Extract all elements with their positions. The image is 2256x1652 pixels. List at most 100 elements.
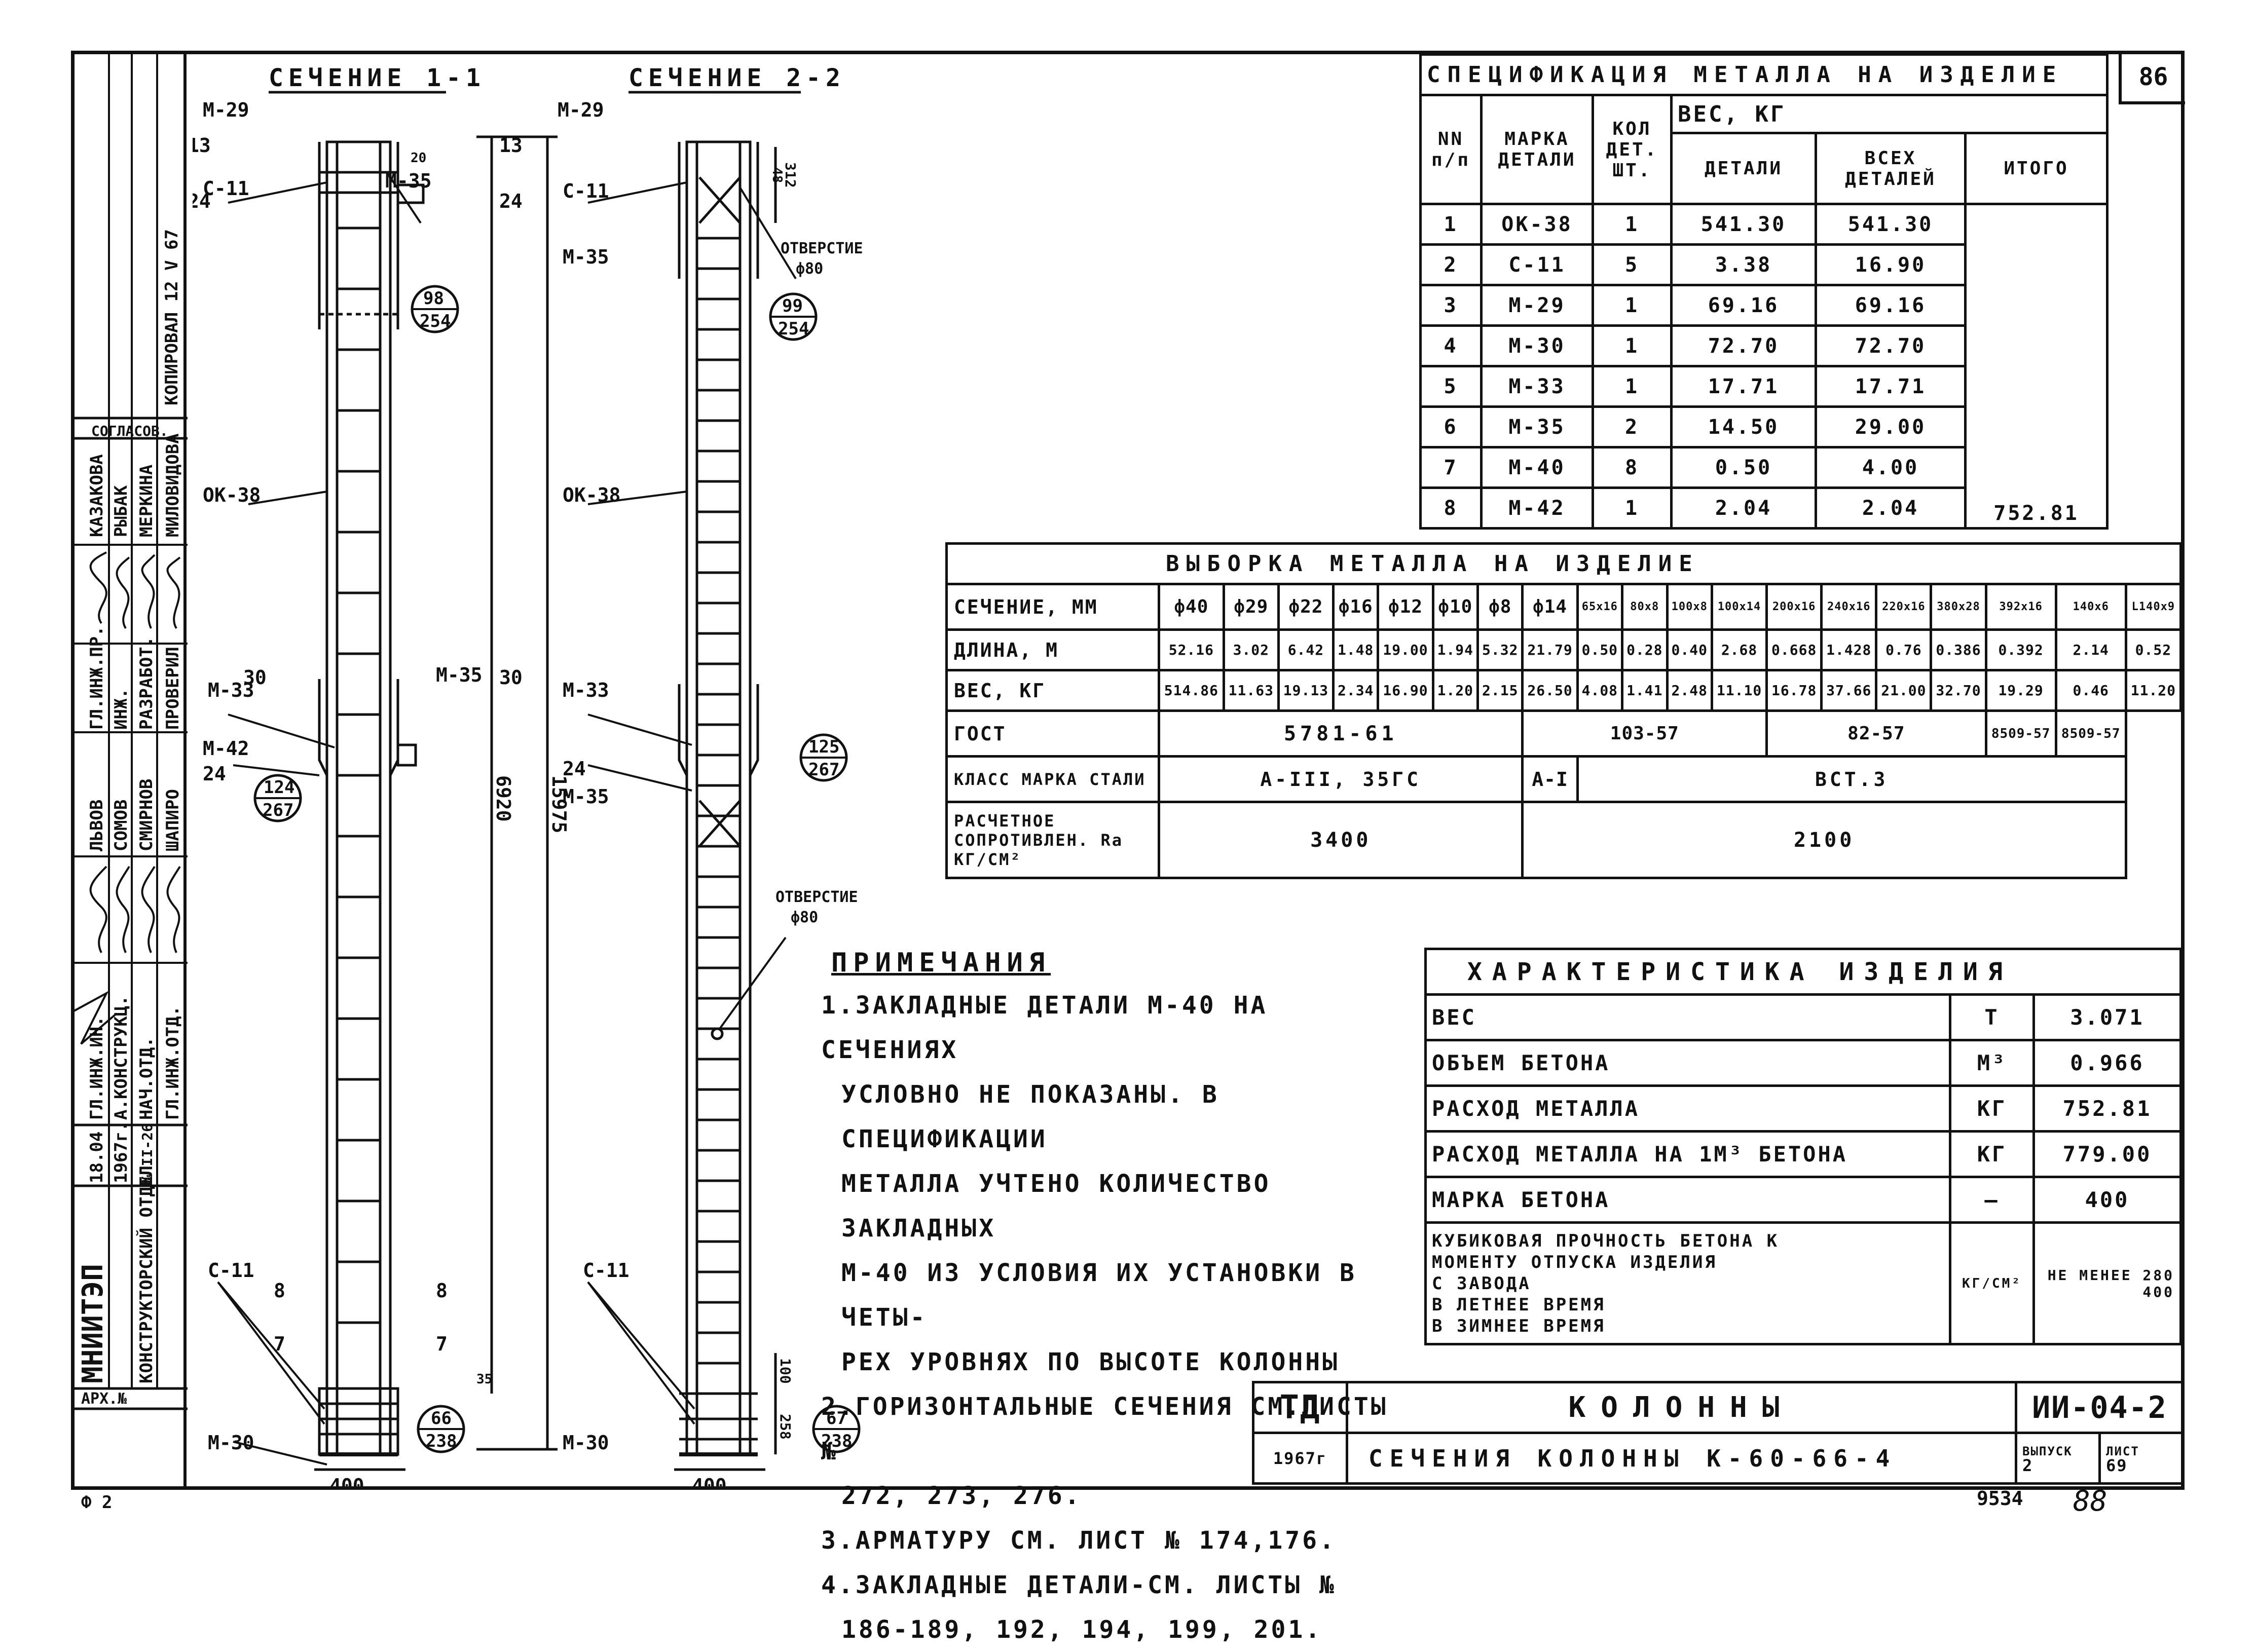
label-m29-right: М-29 [558, 99, 604, 121]
title-sheet: ЛИСТ 69 [2098, 1432, 2185, 1485]
sel-col-header: 220х16 [1875, 583, 1933, 631]
spec-h-total: ИТОГО [1964, 132, 2109, 205]
title-subtitle: СЕЧЕНИЯ КОЛОННЫ К-60-66-4 [1346, 1432, 2017, 1485]
sel-col-header: ф16 [1332, 583, 1380, 631]
notes-title: ПРИМЕЧАНИЯ [831, 948, 1051, 978]
callout-267-right: 267 [808, 760, 839, 780]
column-sections-drawing: СЕЧЕНИЕ 1-1 СЕЧЕНИЕ 2-2 [193, 64, 863, 1490]
dim-24-lower: 24 [203, 763, 226, 785]
sel-gost-e: 8509-57 [2054, 709, 2127, 758]
char-strength-text: КУБИКОВАЯ ПРОЧНОСТЬ БЕТОНА К МОМЕНТУ ОТП… [1424, 1221, 1951, 1345]
note-line: 3.АРМАТУРУ СМ. ЛИСТ № 174,176. [821, 1526, 1337, 1555]
label-m35-mid-right: М-35 [563, 785, 609, 808]
spec-cell-n: 3 [1419, 284, 1483, 327]
dim-7-right: 7 [436, 1333, 448, 1355]
spec-h-all: ВСЕХ ДЕТАЛЕЙ [1815, 132, 1967, 205]
spec-cell-w: 3.38 [1670, 243, 1817, 286]
sel-length-cell: 0.28 [1621, 628, 1669, 671]
spec-title: СПЕЦИФИКАЦИЯ МЕТАЛЛА НА ИЗДЕЛИЕ [1419, 53, 2109, 96]
sel-col-header: 240х16 [1820, 583, 1878, 631]
label-hole-2-d: ф80 [791, 909, 818, 926]
sel-length-cell: 0.52 [2124, 628, 2183, 671]
selection-title: ВЫБОРКА МЕТАЛЛА НА ИЗДЕЛИЕ [945, 542, 2182, 585]
callout-66: 66 [431, 1408, 452, 1429]
label-ok38-right: ОК-38 [563, 484, 620, 506]
spec-cell-all: 69.16 [1815, 284, 1967, 327]
spec-cell-mark: М-35 [1480, 405, 1594, 448]
sel-weight-cell: 26.50 [1521, 669, 1579, 712]
char-strength-value-1: НЕ МЕНЕЕ 280 [2047, 1266, 2174, 1284]
char-cell-value: 400 [2032, 1176, 2182, 1224]
sel-col-header: 100х8 [1666, 583, 1714, 631]
sel-length-cell: 19.00 [1377, 628, 1434, 671]
sel-res-label: РАСЧЕТНОЕ СОПРОТИВЛЕН. Ra КГ/СМ² [945, 801, 1160, 879]
note-line: 4.ЗАКЛАДНЫЕ ДЕТАЛИ-СМ. ЛИСТЫ № [821, 1571, 1337, 1599]
callout-98: 98 [423, 288, 444, 309]
callout-267-left: 267 [263, 800, 293, 820]
label-m35-mid-left: М-35 [436, 664, 483, 686]
sel-length-cell: 5.32 [1476, 628, 1524, 671]
label-m35-top-left: М-35 [385, 170, 432, 192]
callout-238-right: 238 [821, 1431, 852, 1451]
dim-258: 258 [777, 1414, 794, 1440]
stamp-name-shapiro: ШАПИРО [163, 789, 183, 851]
spec-cell-qty: 1 [1592, 486, 1673, 530]
sel-class-c: ВСТ.3 [1576, 755, 2127, 803]
stamp-name-smirnov: СМИРНОВ [136, 779, 157, 851]
sel-weight-cell: 11.20 [2124, 669, 2183, 712]
sel-col-header: 380х28 [1930, 583, 1987, 631]
spec-cell-all: 541.30 [1815, 203, 1967, 246]
char-cell-value: 0.966 [2032, 1039, 2182, 1087]
label-m42-left: М-42 [203, 737, 249, 760]
title-td: ТД [1252, 1381, 1348, 1434]
char-cell-unit: — [1949, 1176, 2035, 1224]
spec-cell-mark: М-42 [1480, 486, 1594, 530]
char-strength-line-1: КУБИКОВАЯ ПРОЧНОСТЬ БЕТОНА К [1432, 1230, 1780, 1251]
stamp-agreed: СОГЛАСОВ. [91, 423, 168, 439]
sel-length-cell: 0.386 [1930, 628, 1987, 671]
sel-length-cell: 0.40 [1666, 628, 1714, 671]
label-c11-top-left: С-11 [203, 177, 249, 200]
stamp-role-inzh: ИНЖ. [111, 688, 131, 730]
sel-weight-cell: 16.90 [1377, 669, 1434, 712]
title-issue-label: ВЫПУСК [2022, 1444, 2073, 1458]
spec-cell-qty: 1 [1592, 365, 1673, 408]
sel-gost-a: 5781-61 [1157, 709, 1524, 758]
char-cell-unit: КГ [1949, 1084, 2035, 1133]
stamp-name-rybak: РЫБАК [111, 485, 131, 537]
section-1-1-column [314, 135, 558, 1471]
sel-length-cell: 52.16 [1158, 628, 1225, 671]
sel-length-cell: 6.42 [1277, 628, 1335, 671]
spec-cell-all: 29.00 [1815, 405, 1967, 448]
sel-weight-cell: 11.10 [1710, 669, 1768, 712]
spec-cell-qty: 8 [1592, 446, 1673, 489]
dim-100: 100 [777, 1358, 794, 1384]
label-hole-1: ОТВЕРСТИЕ [781, 240, 863, 257]
stamp-role-glinzhotd: ГЛ.ИНЖ.ОТД. [163, 1006, 183, 1120]
spec-h-nn: NN п/п [1419, 94, 1483, 205]
sel-weight-cell: 1.20 [1431, 669, 1480, 712]
stamp-role-glinzhpr: ГЛ.ИНЖ.ПР. [87, 626, 107, 730]
sel-gost-d: 8509-57 [1984, 709, 2057, 758]
sel-length-cell: 2.68 [1710, 628, 1768, 671]
char-cell-name: РАСХОД МЕТАЛЛА НА 1М³ БЕТОНА [1424, 1130, 1951, 1178]
sel-col-header: 65х16 [1576, 583, 1624, 631]
char-cell-name: МАРКА БЕТОНА [1424, 1176, 1951, 1224]
spec-cell-all: 17.71 [1815, 365, 1967, 408]
char-cell-name: РАСХОД МЕТАЛЛА [1424, 1084, 1951, 1133]
stamp-dept: КОНСТРУКТОРСКИЙ ОТДЕЛ [136, 1166, 157, 1383]
note-line: УСЛОВНО НЕ ПОКАЗАНЫ. В СПЕЦИФИКАЦИИ [841, 1080, 1219, 1153]
spec-cell-w: 69.16 [1670, 284, 1817, 327]
title-block: ТД КОЛОННЫ ИИ-04-2 1967г СЕЧЕНИЯ КОЛОННЫ… [1252, 1381, 2185, 1485]
char-strength-line-4: В ЛЕТНЕЕ ВРЕМЯ [1432, 1294, 1606, 1315]
sel-class-a: А-III, 35ГС [1157, 755, 1524, 803]
dim-20: 20 [411, 151, 426, 166]
